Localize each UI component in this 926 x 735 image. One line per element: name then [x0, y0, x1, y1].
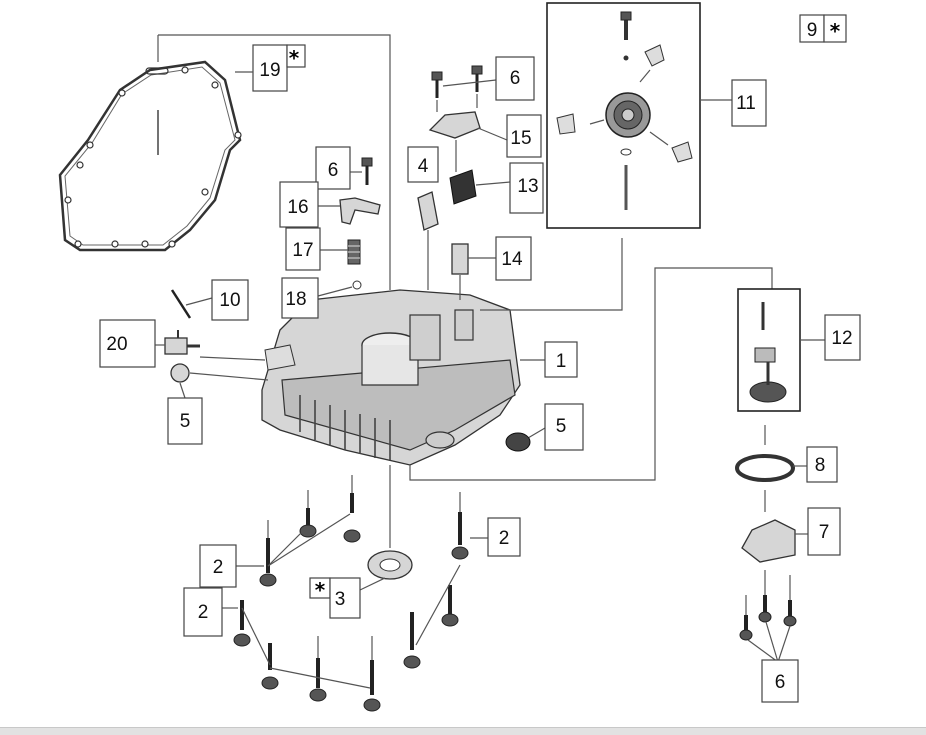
- callout-12: 12: [824, 314, 861, 361]
- callout-2b: 2: [199, 544, 237, 588]
- callout-19: 19 *: [235, 44, 306, 92]
- crankcase-bolts-part: [222, 475, 488, 712]
- callout-3: * 3: [309, 577, 361, 619]
- callout-14: 14: [495, 236, 532, 281]
- bolt-pair-part: [431, 65, 497, 112]
- svg-text:3: 3: [335, 589, 346, 610]
- svg-text:2: 2: [213, 557, 224, 578]
- svg-text:14: 14: [501, 249, 523, 270]
- callout-10: 10: [211, 279, 249, 321]
- callout-6a: 6: [495, 56, 535, 101]
- callout-2a: 2: [487, 517, 521, 557]
- svg-text:5: 5: [556, 416, 567, 437]
- bottom-scroll-bar[interactable]: [0, 727, 926, 735]
- governor-assembly-inset: [546, 2, 732, 229]
- bracket-part: [339, 197, 381, 225]
- callout-2c: 2: [183, 587, 223, 637]
- crankcase-cover-part: [261, 289, 521, 466]
- svg-text:6: 6: [510, 68, 521, 89]
- svg-text:6: 6: [328, 160, 339, 181]
- svg-text:15: 15: [510, 128, 531, 149]
- callout-15: 15: [506, 114, 542, 158]
- pin-part: [170, 289, 192, 319]
- leader-lines: [189, 140, 773, 481]
- oil-pump-inset: [737, 288, 825, 412]
- svg-text:*: *: [315, 578, 326, 602]
- gasket-part: [58, 34, 391, 290]
- svg-text:17: 17: [292, 240, 313, 261]
- svg-text:13: 13: [517, 176, 538, 197]
- svg-text:8: 8: [815, 455, 826, 476]
- bolt-part: [361, 157, 373, 167]
- valve-part: [451, 243, 469, 275]
- svg-text:12: 12: [831, 328, 852, 349]
- svg-text:10: 10: [219, 290, 240, 311]
- seal-right-part: [505, 432, 531, 452]
- callout-7: 7: [807, 507, 841, 556]
- callout-5b: 5: [544, 403, 584, 451]
- svg-text:11: 11: [736, 93, 756, 114]
- svg-text:2: 2: [198, 602, 209, 623]
- callout-13: 13: [509, 162, 544, 214]
- svg-text:*: *: [289, 46, 300, 70]
- callout-6c: 6: [761, 659, 799, 703]
- callout-5a: 5: [167, 397, 203, 445]
- svg-text:7: 7: [819, 522, 830, 543]
- callout-20: 20: [99, 319, 156, 368]
- seal-left-part: [170, 363, 190, 383]
- svg-text:2: 2: [499, 528, 510, 549]
- svg-text:4: 4: [418, 156, 429, 177]
- reed-part: [449, 169, 477, 205]
- cover-plate-part: [428, 111, 481, 139]
- svg-text:*: *: [830, 19, 841, 43]
- pump-cover-bolts-part: [739, 570, 797, 663]
- pad-part: [417, 191, 439, 231]
- svg-text:18: 18: [285, 289, 306, 310]
- svg-text:20: 20: [106, 334, 127, 355]
- callout-11: 11: [731, 79, 767, 127]
- svg-text:6: 6: [775, 672, 786, 693]
- callout-9: 9 *: [799, 14, 847, 43]
- svg-text:16: 16: [287, 197, 308, 218]
- o-ring-part: [735, 454, 795, 482]
- callout-18: 18: [281, 277, 319, 319]
- svg-text:19: 19: [259, 60, 280, 81]
- spring-part: [347, 239, 361, 265]
- sensor-part: [164, 330, 200, 355]
- svg-text:1: 1: [556, 351, 567, 372]
- callout-6b: 6: [315, 146, 351, 190]
- callout-16: 16: [279, 181, 319, 228]
- callout-1: 1: [544, 341, 578, 378]
- callout-17: 17: [285, 227, 321, 271]
- svg-text:5: 5: [180, 411, 191, 432]
- pump-cover-part: [741, 519, 796, 563]
- callout-4: 4: [407, 146, 439, 183]
- ball-part: [352, 280, 362, 290]
- callout-8: 8: [806, 446, 838, 483]
- svg-text:9: 9: [807, 20, 818, 41]
